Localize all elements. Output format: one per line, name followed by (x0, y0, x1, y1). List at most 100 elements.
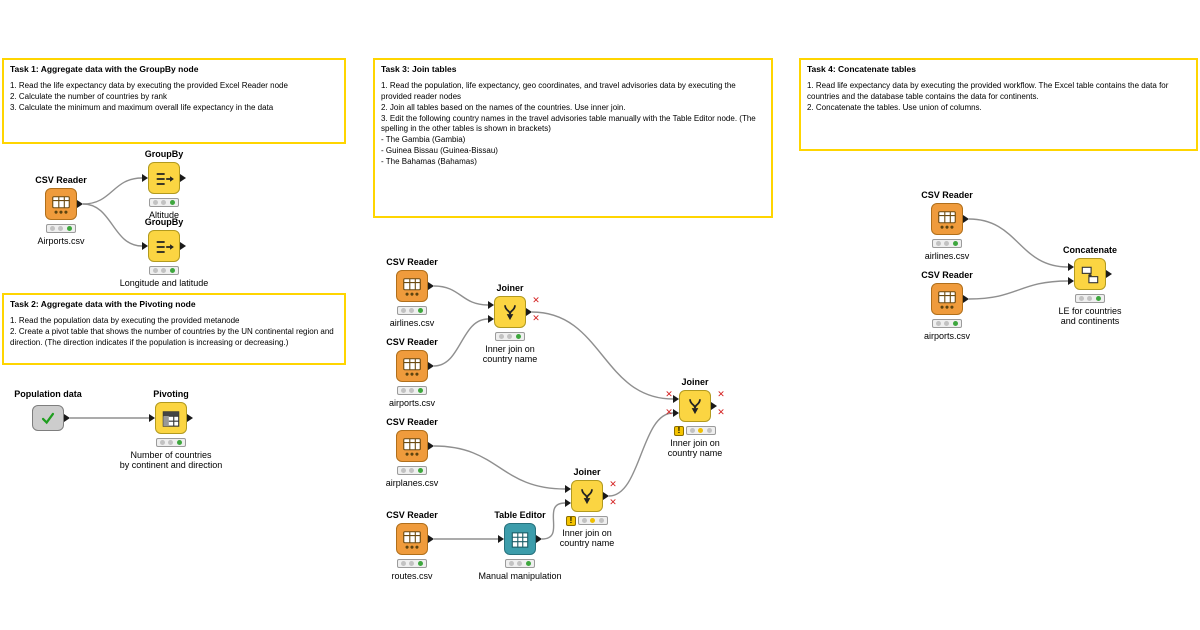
output-port-triangle-icon[interactable] (64, 414, 70, 422)
merge-arrows-icon[interactable] (494, 296, 526, 328)
node-name: Joiner (573, 467, 601, 477)
error-cross-icon: ✕ (665, 407, 673, 417)
input-port-triangle-icon[interactable] (498, 535, 504, 543)
traffic-light-indicator (932, 319, 962, 328)
node-name: CSV Reader (386, 257, 438, 267)
node-t3-joiner-2[interactable]: Joiner✕✕!Inner join on country name (521, 467, 653, 549)
node-t3-joiner-1[interactable]: Joiner ✕ ✕ Inner join on country name (444, 283, 576, 365)
traffic-light-indicator (149, 266, 179, 275)
output-port-triangle-icon[interactable] (963, 215, 969, 223)
node-name: Joiner (496, 283, 524, 293)
output-port-triangle-icon[interactable] (526, 308, 532, 316)
error-cross-icon: ✕ (532, 313, 540, 323)
annotation-title: Task 4: Concatenate tables (807, 64, 916, 74)
node-label: Inner join on country name (559, 528, 615, 549)
output-port-triangle-icon[interactable] (187, 414, 193, 422)
csv-table-icon[interactable] (396, 430, 428, 462)
input-port-triangle-icon[interactable] (142, 174, 148, 182)
input-port-triangle-icon[interactable] (149, 414, 155, 422)
node-status (346, 558, 478, 569)
output-port-triangle-icon[interactable] (77, 200, 83, 208)
output-port-triangle-icon[interactable] (180, 242, 186, 250)
group-rows-icon[interactable] (148, 230, 180, 262)
node-status: ! (521, 515, 653, 526)
warning-badge-icon: ! (566, 515, 576, 526)
traffic-light-indicator (397, 559, 427, 568)
node-label: airlines.csv (924, 251, 970, 261)
output-port-triangle-icon[interactable] (536, 535, 542, 543)
node-name: GroupBy (144, 149, 184, 159)
pivot-table-icon[interactable] (155, 402, 187, 434)
annotation-line: 2. Calculate the number of countries by … (10, 91, 167, 101)
traffic-light-indicator (397, 306, 427, 315)
input-port-triangle-icon[interactable] (565, 499, 571, 507)
node-label: Inner join on country name (482, 344, 538, 365)
traffic-light-indicator (156, 438, 186, 447)
stack-tables-icon[interactable] (1074, 258, 1106, 290)
node-status (98, 265, 230, 276)
input-port-triangle-icon[interactable] (488, 315, 494, 323)
node-t2-population-metanode[interactable]: Population data (0, 389, 114, 434)
input-port-triangle-icon[interactable] (673, 409, 679, 417)
node-name: CSV Reader (921, 270, 973, 280)
edit-table-icon[interactable] (504, 523, 536, 555)
output-port-triangle-icon[interactable] (711, 402, 717, 410)
error-cross-icon: ✕ (532, 295, 540, 305)
output-port-triangle-icon[interactable] (428, 535, 434, 543)
traffic-light-indicator (397, 466, 427, 475)
annotation-line: - Guinea Bissau (Guinea-Bissau) (381, 145, 498, 155)
input-port-triangle-icon[interactable] (1068, 277, 1074, 285)
group-rows-icon[interactable] (148, 162, 180, 194)
node-label: Manual manipulation (478, 571, 562, 581)
output-port-triangle-icon[interactable] (428, 282, 434, 290)
csv-table-icon[interactable] (931, 203, 963, 235)
node-label: airports.csv (388, 398, 435, 408)
input-port-triangle-icon[interactable] (565, 485, 571, 493)
node-label: routes.csv (391, 571, 433, 581)
input-port-triangle-icon[interactable] (142, 242, 148, 250)
input-port-triangle-icon[interactable] (673, 395, 679, 403)
node-name: Pivoting (153, 389, 189, 399)
merge-arrows-icon[interactable] (679, 390, 711, 422)
merge-arrows-icon[interactable] (571, 480, 603, 512)
output-port-triangle-icon[interactable] (428, 362, 434, 370)
output-port-triangle-icon[interactable] (428, 442, 434, 450)
csv-table-icon[interactable] (931, 283, 963, 315)
input-port-triangle-icon[interactable] (1068, 263, 1074, 271)
annotation-task-2[interactable]: Task 2: Aggregate data with the Pivoting… (2, 293, 346, 365)
annotation-line: 1. Read the life expectancy data by exec… (10, 81, 288, 91)
traffic-light-indicator (505, 559, 535, 568)
node-status (105, 437, 237, 448)
csv-table-icon[interactable] (45, 188, 77, 220)
input-port-triangle-icon[interactable] (488, 301, 494, 309)
annotation-task-1[interactable]: Task 1: Aggregate data with the GroupBy … (2, 58, 346, 144)
output-port-triangle-icon[interactable] (180, 174, 186, 182)
node-status (454, 558, 586, 569)
node-t3-joiner-3[interactable]: Joiner✕✕✕✕!Inner join on country name (629, 377, 761, 459)
output-port-triangle-icon[interactable] (1106, 270, 1112, 278)
csv-table-icon[interactable] (396, 523, 428, 555)
metanode-check-icon[interactable] (32, 405, 64, 431)
csv-table-icon[interactable] (396, 270, 428, 302)
node-label: Number of countries by continent and dir… (119, 450, 223, 471)
error-cross-icon: ✕ (665, 389, 673, 399)
output-port-triangle-icon[interactable] (963, 295, 969, 303)
traffic-light-indicator (495, 332, 525, 341)
output-port-triangle-icon[interactable] (603, 492, 609, 500)
csv-table-icon[interactable] (396, 350, 428, 382)
